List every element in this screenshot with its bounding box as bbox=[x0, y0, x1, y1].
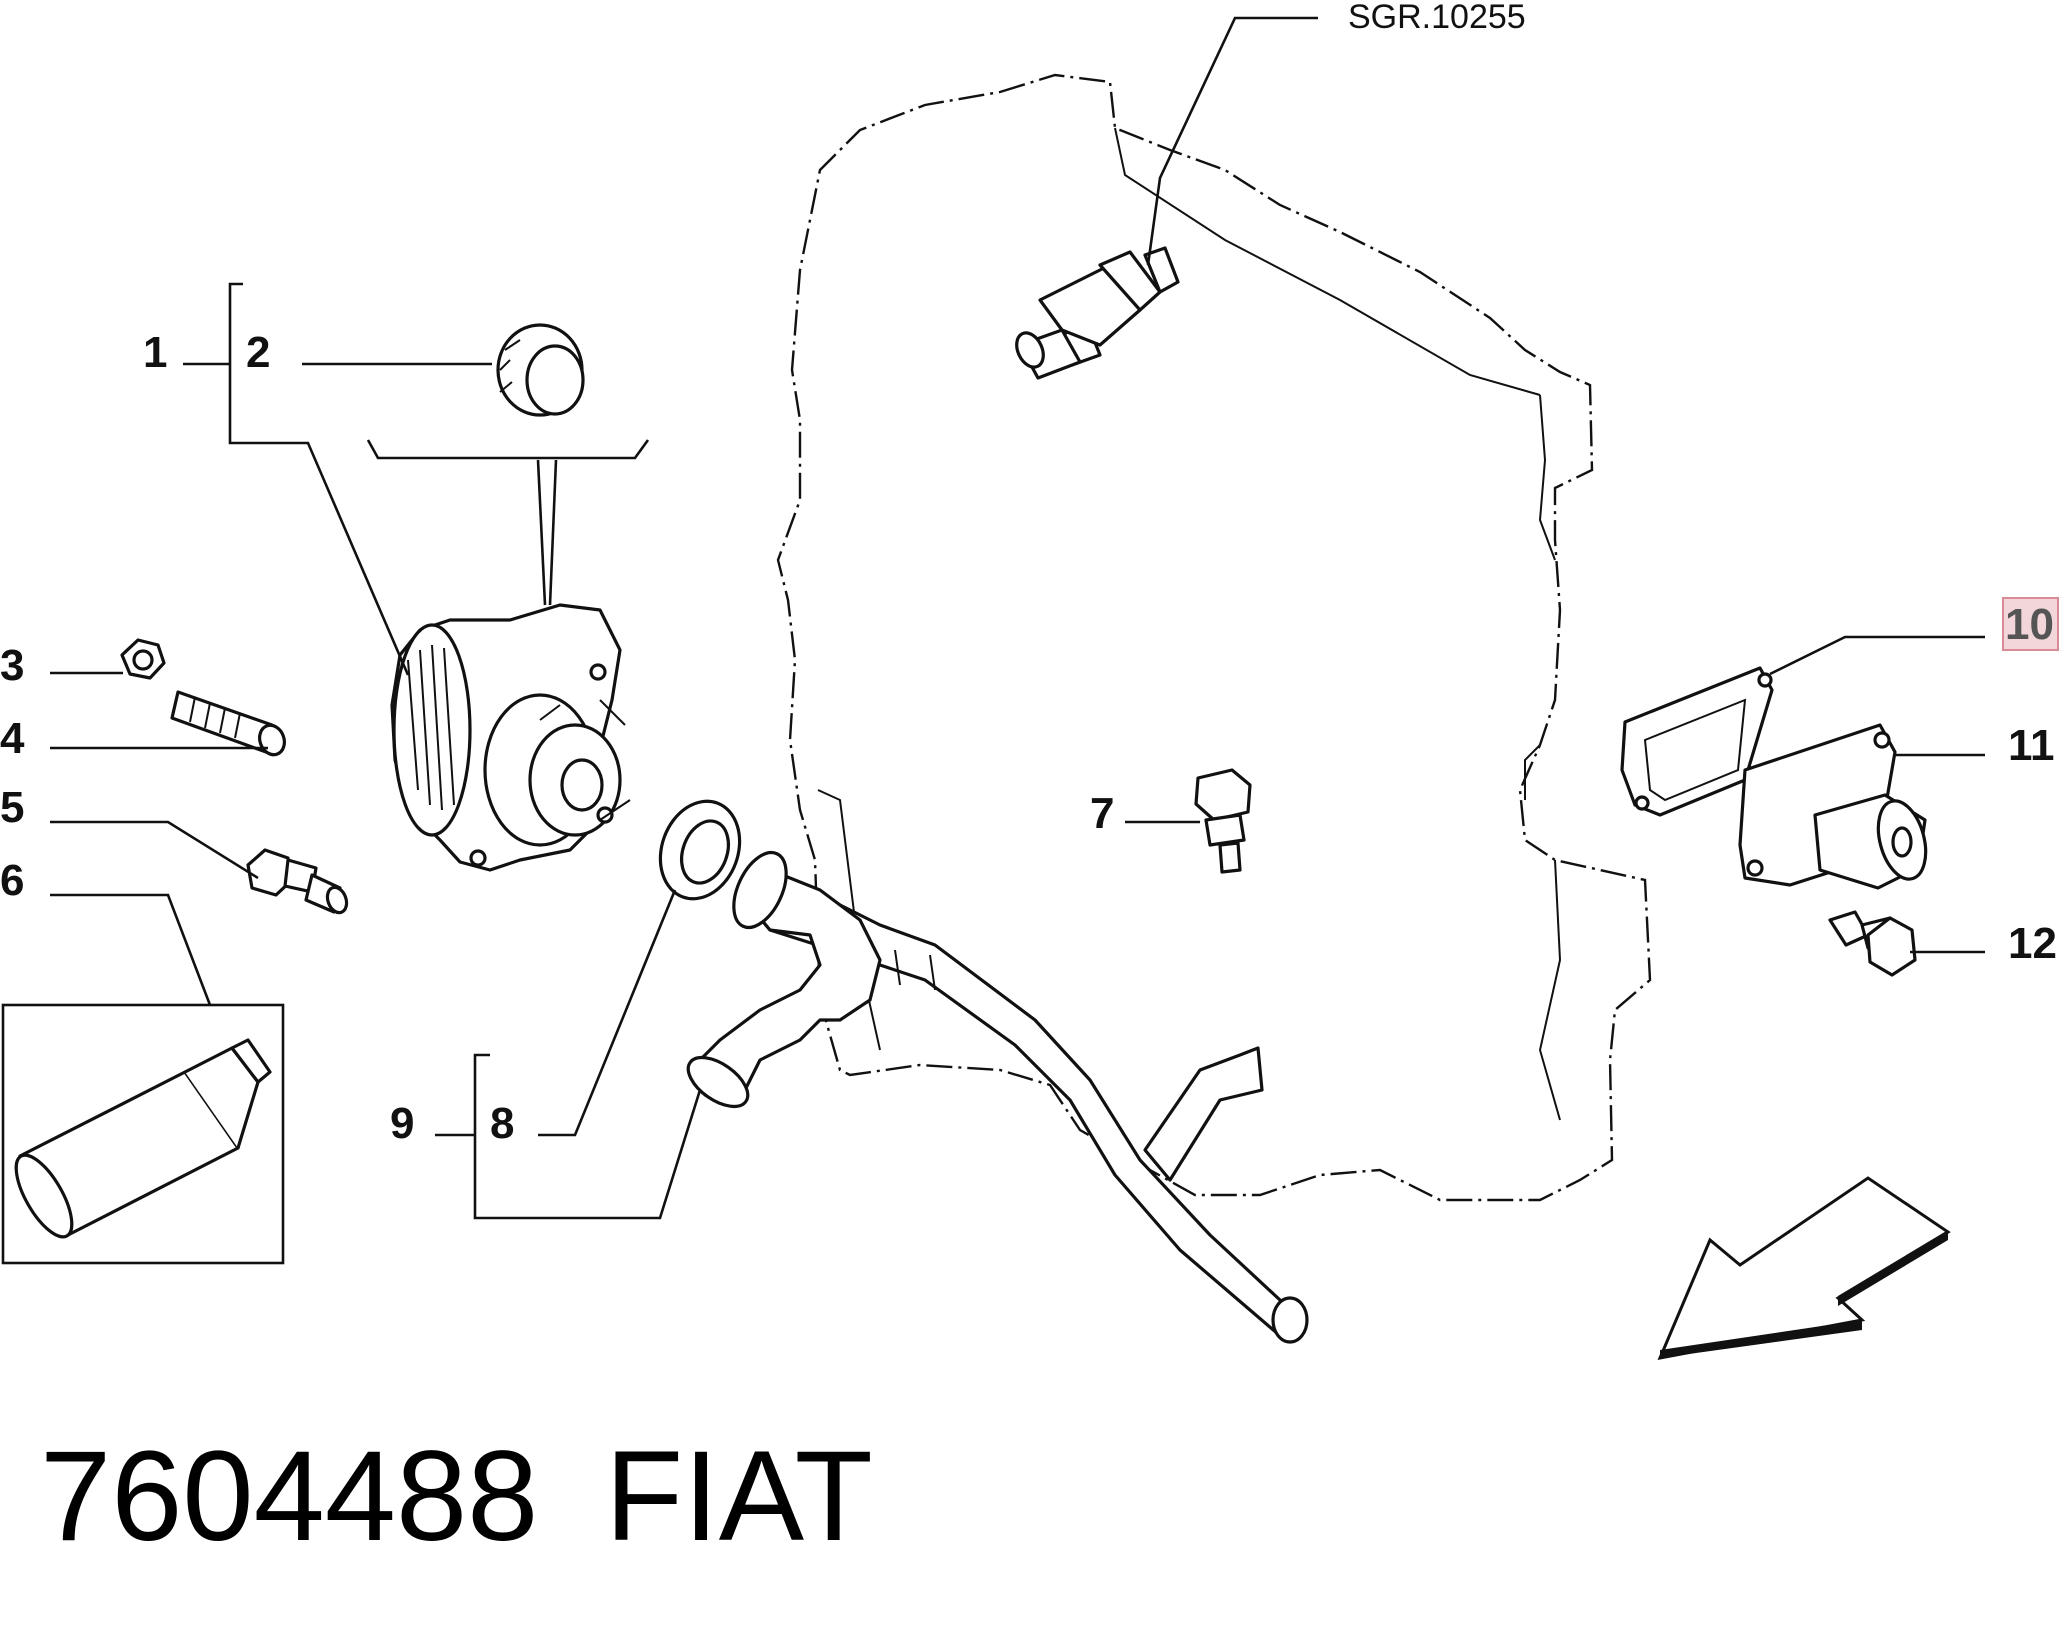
reference-label: SGR.10255 bbox=[1348, 0, 1526, 36]
callout-6-leader bbox=[50, 893, 212, 1006]
callout-8: 8 bbox=[490, 1099, 514, 1148]
callout-2: 2 bbox=[246, 328, 270, 377]
engine-block-detail-lines bbox=[817, 127, 1562, 1121]
callout-9: 9 bbox=[390, 1099, 414, 1148]
part-11-thermostat-housing bbox=[1738, 723, 1928, 890]
callout-8-9-bracket bbox=[435, 889, 702, 1220]
callout-10-leader bbox=[1769, 635, 1985, 676]
callout-1: 1 bbox=[143, 328, 167, 377]
part-6-box bbox=[1, 1003, 285, 1265]
callout-12: 12 bbox=[2008, 919, 2057, 968]
part-2-pointer-bracket bbox=[366, 439, 650, 606]
callout-10-highlight bbox=[2002, 597, 2059, 651]
direction-arrow bbox=[1657, 1176, 1951, 1360]
callout-5: 5 bbox=[0, 783, 24, 832]
callout-5-leader bbox=[50, 820, 259, 880]
part-number: 7604488 bbox=[40, 1425, 538, 1568]
callout-1-2-bracket bbox=[183, 282, 492, 676]
temperature-sensor bbox=[1015, 246, 1180, 380]
part-10-thermostat-gasket bbox=[1620, 666, 1774, 817]
part-3-nut bbox=[120, 638, 166, 680]
part-2-seal-cap bbox=[496, 323, 585, 417]
callout-11: 11 bbox=[2008, 721, 2055, 770]
part-8-o-ring bbox=[658, 799, 742, 901]
callout-3: 3 bbox=[0, 641, 24, 690]
part-6-sealant-tube bbox=[14, 1038, 272, 1239]
callout-7: 7 bbox=[1090, 789, 1114, 838]
brand-name: FIAT bbox=[605, 1425, 873, 1568]
part-5-bolt bbox=[246, 848, 349, 915]
sgr-leader-line bbox=[1146, 16, 1318, 266]
part-9-coolant-pipe bbox=[686, 850, 1309, 1344]
callout-4: 4 bbox=[0, 714, 25, 763]
callout-6: 6 bbox=[0, 856, 24, 905]
part-7-bleed-screw bbox=[1194, 768, 1252, 874]
callout-10: 10 bbox=[2005, 600, 2054, 649]
engine-block-outline bbox=[776, 73, 1652, 1202]
part-1-water-pump bbox=[390, 603, 631, 872]
part-12-screw bbox=[1828, 910, 1917, 977]
